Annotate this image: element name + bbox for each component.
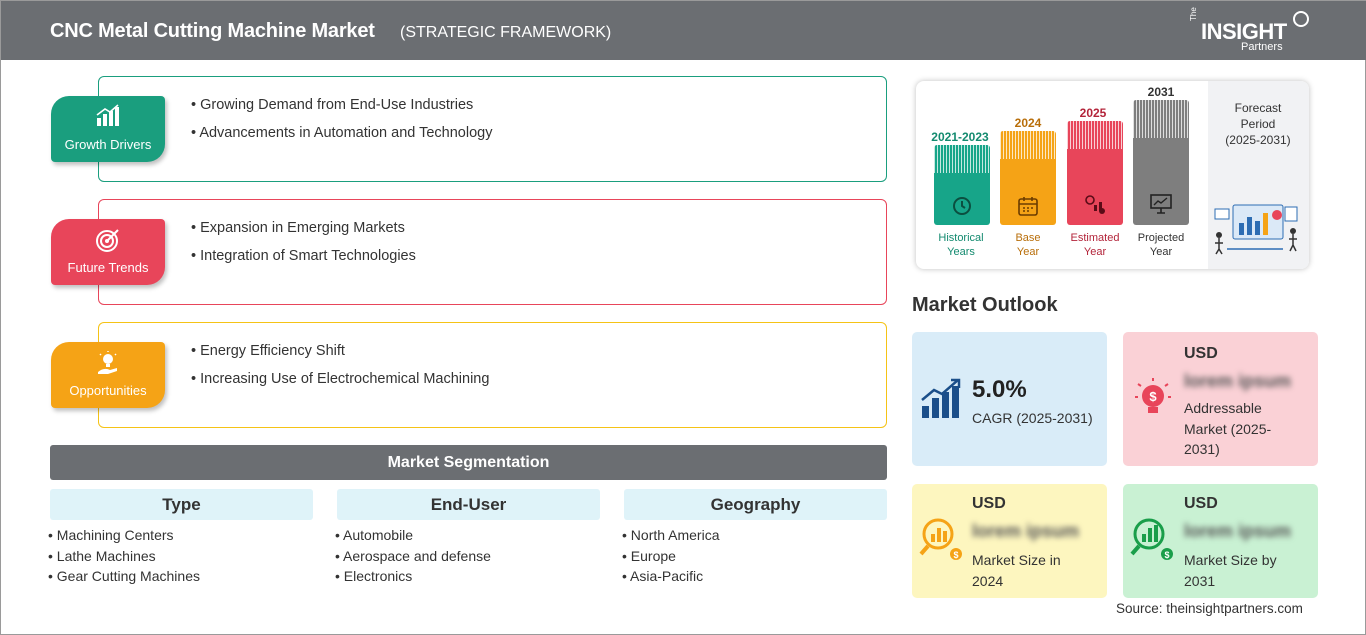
list-item: Aerospace and defense (335, 546, 491, 567)
bar-base (1000, 131, 1056, 225)
list-item: Increasing Use of Electrochemical Machin… (191, 371, 489, 387)
size-2031-currency: USD (1184, 495, 1218, 512)
insight-partners-logo[interactable]: The INSIGHT Partners (1189, 7, 1314, 55)
size-2031-label: Market Size by 2031 (1184, 552, 1277, 589)
svg-text:$: $ (1164, 550, 1169, 560)
lightbulb-hand-icon (98, 351, 117, 374)
market-outlook-title: Market Outlook (912, 294, 1058, 316)
page-subtitle: (STRATEGIC FRAMEWORK) (400, 24, 612, 41)
forecast-period-caption: Forecast Period (2025-2031) (1225, 101, 1291, 147)
history-icon (953, 197, 971, 215)
list-item: Energy Efficiency Shift (191, 343, 489, 359)
size-2024-currency: USD (972, 495, 1006, 512)
segment-header-type: Type (50, 489, 313, 520)
market-size-2031-card: $ USD lorem ipsum Market Size by 2031 (1123, 484, 1318, 598)
market-segmentation-bar: Market Segmentation (50, 445, 887, 480)
gear-chart-icon (1085, 195, 1105, 214)
cagr-card: 5.0% CAGR (2025-2031) (912, 332, 1107, 466)
magnifier-growth-icon: $ (1130, 518, 1173, 560)
presentation-icon (1150, 194, 1172, 214)
segment-list-geography: North America Europe Asia-Pacific (622, 525, 720, 587)
bar-estimated (1067, 121, 1123, 225)
cagr-value: 5.0% (972, 376, 1027, 403)
source-note: Source: theinsightpartners.com (1116, 601, 1303, 616)
list-item: Asia-Pacific (622, 566, 720, 587)
segment-list-end-user: Automobile Aerospace and defense Electro… (335, 525, 491, 587)
svg-text:$: $ (953, 550, 958, 560)
svg-text:$: $ (1149, 389, 1157, 404)
year-label-estimated: 2025 (1079, 106, 1107, 120)
growth-drivers-list: Growing Demand from End-Use Industries A… (191, 97, 492, 153)
analytics-illustration-icon (1214, 204, 1298, 255)
growth-drivers-box: Growing Demand from End-Use Industries A… (98, 76, 887, 182)
bar-caption-base: Base Year (1015, 232, 1041, 258)
target-icon (96, 229, 119, 252)
year-label-historical: 2021-2023 (931, 130, 989, 144)
future-trends-label: Future Trends (67, 260, 149, 275)
logo-insight: INSIGHT (1201, 19, 1287, 44)
growth-drivers-badge: Growth Drivers (51, 96, 165, 162)
bar-caption-projected: Projected Year (1137, 232, 1185, 258)
size-2031-value: lorem ipsum (1184, 521, 1292, 541)
future-trends-box: Expansion in Emerging Markets Integratio… (98, 199, 887, 305)
segment-list-type: Machining Centers Lathe Machines Gear Cu… (48, 525, 200, 587)
list-item: Lathe Machines (48, 546, 200, 567)
list-item: Gear Cutting Machines (48, 566, 200, 587)
future-trends-list: Expansion in Emerging Markets Integratio… (191, 220, 416, 276)
size-2024-label: Market Size in 2024 (972, 552, 1061, 589)
opportunities-label: Opportunities (69, 383, 147, 398)
page-title: CNC Metal Cutting Machine Market (50, 20, 375, 42)
idea-dollar-icon: $ (1135, 378, 1171, 413)
addressable-market-card: $ USD lorem ipsum Addressable Market (20… (1123, 332, 1318, 466)
bar-projected (1133, 100, 1189, 225)
bar-caption-estimated: Estimated Year (1070, 232, 1120, 258)
addressable-currency: USD (1184, 345, 1218, 362)
growth-drivers-label: Growth Drivers (64, 137, 152, 152)
bar-historical (934, 145, 990, 225)
bar-caption-historical: Historical Years (938, 232, 984, 258)
list-item: Integration of Smart Technologies (191, 248, 416, 264)
cagr-label: CAGR (2025-2031) (972, 410, 1093, 426)
list-item: Machining Centers (48, 525, 200, 546)
list-item: Electronics (335, 566, 491, 587)
segment-header-geography: Geography (624, 489, 887, 520)
list-item: Expansion in Emerging Markets (191, 220, 416, 236)
segment-header-end-user: End-User (337, 489, 600, 520)
list-item: Automobile (335, 525, 491, 546)
calendar-icon (1018, 197, 1038, 216)
addressable-value: lorem ipsum (1184, 371, 1292, 391)
opportunities-list: Energy Efficiency Shift Increasing Use o… (191, 343, 489, 399)
growth-chart-icon (96, 104, 119, 126)
year-label-projected: 2031 (1147, 85, 1175, 99)
future-trends-badge: Future Trends (51, 219, 165, 285)
size-2024-value: lorem ipsum (972, 521, 1080, 541)
addressable-label: Addressable Market (2025- 2031) (1184, 400, 1272, 457)
year-label-base: 2024 (1014, 116, 1042, 130)
growth-bars-icon (921, 378, 961, 418)
market-size-2024-card: $ USD lorem ipsum Market Size in 2024 (912, 484, 1107, 598)
magnifier-chart-icon: $ (919, 518, 962, 560)
list-item: Advancements in Automation and Technolog… (191, 125, 492, 141)
logo-partners: Partners (1241, 41, 1283, 53)
list-item: Europe (622, 546, 720, 567)
opportunities-badge: Opportunities (51, 342, 165, 408)
logo-the: The (1189, 7, 1198, 21)
list-item: North America (622, 525, 720, 546)
header-bar: CNC Metal Cutting Machine Market (STRATE… (1, 1, 1366, 60)
list-item: Growing Demand from End-Use Industries (191, 97, 492, 113)
opportunities-box: Energy Efficiency Shift Increasing Use o… (98, 322, 887, 428)
logo-ring-icon (1293, 11, 1309, 27)
